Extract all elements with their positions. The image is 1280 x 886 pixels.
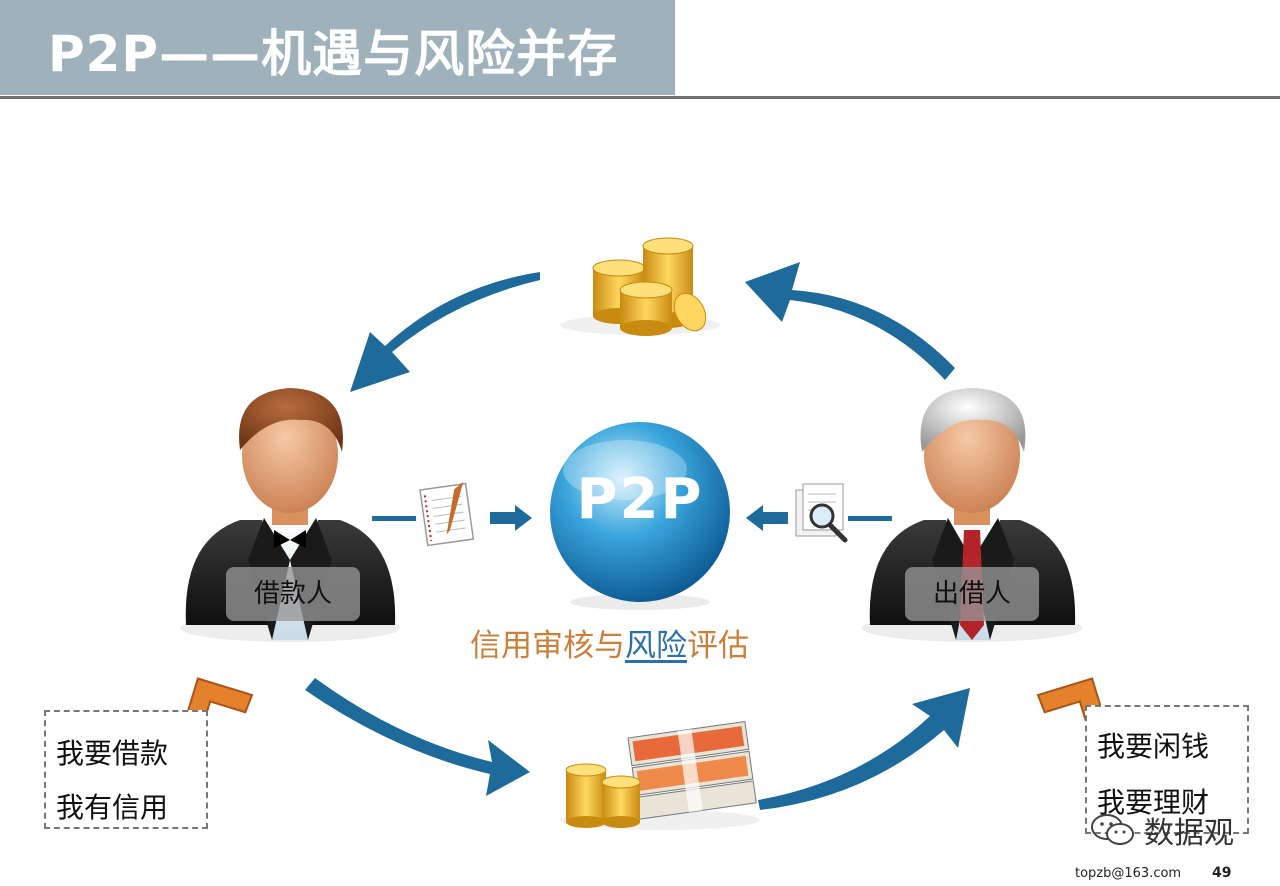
connector-arrow-left	[490, 505, 532, 531]
page-number: 49	[1212, 865, 1232, 881]
lender-need-2: 我要理财	[1097, 786, 1210, 819]
magnifier-icon	[795, 483, 848, 543]
watermark: 数据观	[1090, 808, 1234, 852]
coins-stack-icon	[560, 237, 720, 336]
borrower-need-2: 我有信用	[56, 791, 169, 824]
connector-arrows	[372, 505, 892, 531]
p2p-sphere: P2P	[550, 422, 730, 610]
wechat-icon	[1091, 814, 1134, 845]
caption-risk: 风险	[625, 628, 687, 664]
sphere-label: P2P	[576, 467, 703, 532]
lender-need-1: 我要闲钱	[1097, 730, 1210, 763]
cash-coins-icon	[560, 721, 760, 830]
title-divider	[0, 96, 1280, 99]
borrower-need-1: 我要借款	[56, 737, 169, 770]
credit-review-caption: 信用审核与风险评估	[470, 620, 749, 665]
title-bar: P2P——机遇与风险并存	[0, 0, 675, 95]
watermark-text: 数据观	[1144, 816, 1234, 851]
arrow-top-right	[745, 262, 955, 380]
lender-needs-box: 我要闲钱 我要理财	[1085, 705, 1249, 834]
connector-arrow-right	[746, 505, 788, 531]
connector-line-left	[372, 516, 416, 521]
lender-label: 出借人	[905, 567, 1039, 621]
connector-line-right	[848, 516, 892, 521]
flow-arrows	[305, 262, 970, 810]
arrow-bottom-left	[305, 678, 530, 796]
arrow-bottom-right	[758, 688, 970, 810]
borrower-label: 借款人	[226, 567, 360, 621]
document-pen-icon	[419, 481, 475, 547]
page-title: P2P——机遇与风险并存	[48, 25, 619, 83]
arrow-top-left	[350, 272, 540, 392]
borrower-needs-box: 我要借款 我有信用	[44, 710, 208, 829]
caption-part1: 信用审核与	[470, 628, 625, 664]
caption-part3: 评估	[687, 628, 749, 664]
footer-email: topzb@163.com	[1075, 866, 1182, 881]
